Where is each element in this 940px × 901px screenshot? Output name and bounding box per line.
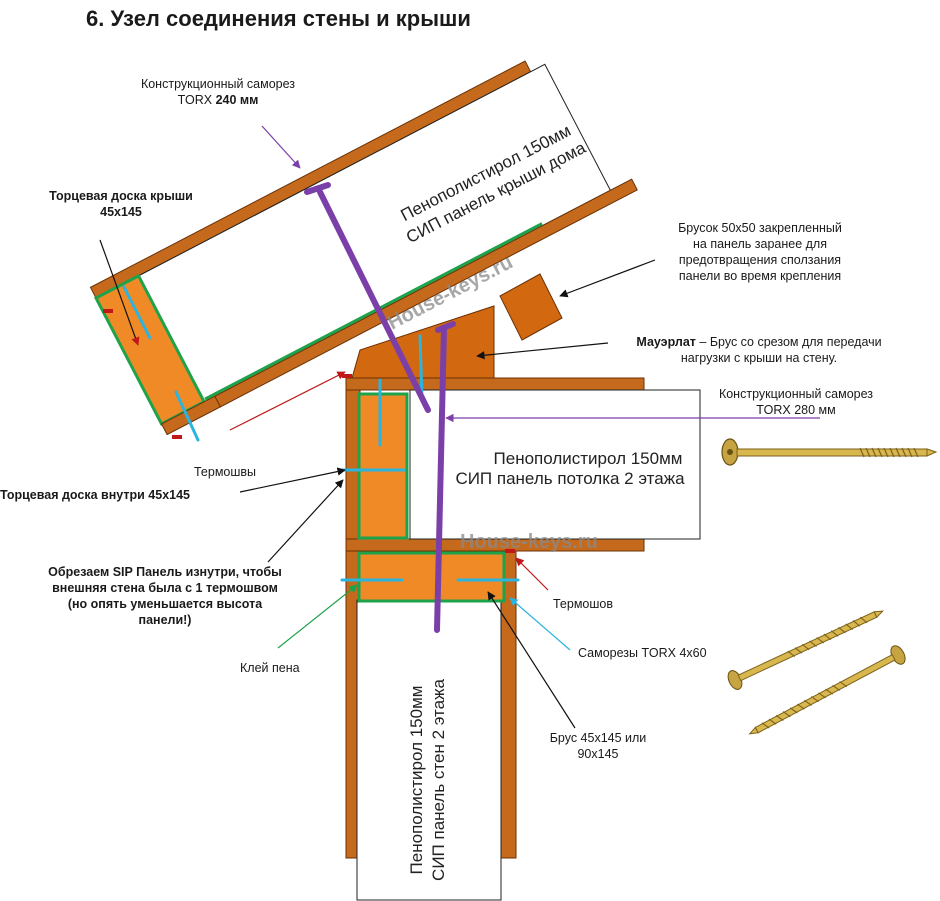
label-screw-240: Конструкционный саморез TORX 240 мм xyxy=(140,77,296,107)
ceiling-panel-line1: Пенополистирол 150мм xyxy=(494,449,683,468)
label-mauerlat: Мауэрлат – Брус со срезом для передачи н… xyxy=(636,335,882,365)
page-title: 6. Узел соединения стены и крыши xyxy=(86,6,471,31)
small-screws xyxy=(122,285,520,582)
screw-280-illustration xyxy=(721,438,938,466)
long-screws xyxy=(304,182,456,633)
label-screws-4x60: Саморезы TORX 4х60 xyxy=(578,646,707,660)
screw-4x60-illustration-1 xyxy=(727,610,885,690)
label-foam-glue: Клей пена xyxy=(240,661,300,675)
mauerlat xyxy=(351,305,495,379)
wall-foam xyxy=(356,599,502,901)
ceiling-panel-line2: СИП панель потолка 2 этажа xyxy=(455,469,685,488)
inner-end-board xyxy=(357,392,409,540)
bar-50x50 xyxy=(499,273,563,341)
leader-lines xyxy=(99,125,820,729)
roof-osb-lower-left xyxy=(160,395,222,436)
roof-sip-panel xyxy=(89,60,638,436)
label-thermal-seams: Термошвы xyxy=(194,465,257,479)
label-roof-end-board: Торцевая доска крыши 45х145 xyxy=(49,189,193,219)
wall-sip-panel xyxy=(345,379,517,901)
ceiling-foam xyxy=(409,389,701,540)
ceiling-osb-top xyxy=(345,377,645,391)
label-beam: Брус 45х145 или 90х145 xyxy=(549,731,647,761)
beam-45x145 xyxy=(357,551,506,603)
label-bar-50x50: Брусок 50х50 закрепленный на панель зара… xyxy=(678,221,842,283)
thermal-seam-marks xyxy=(103,309,515,553)
roof-glue-strip xyxy=(204,222,543,401)
wall-panel-line2: СИП панель стен 2 этажа xyxy=(429,679,448,881)
label-cut-sip: Обрезаем SIP Панель изнутри, чтобы внешн… xyxy=(48,565,282,627)
wall-panel-line1: Пенополистирол 150мм xyxy=(407,686,426,875)
screw-4x60-illustration-2 xyxy=(748,645,906,735)
label-screw-280: Конструкционный саморез TORX 280 мм xyxy=(718,387,874,417)
watermark-ceiling: House-keys.ru xyxy=(460,531,598,553)
label-inner-end-board: Торцевая доска внутри 45х145 xyxy=(0,488,190,502)
label-thermal-seam: Термошов xyxy=(553,597,614,611)
